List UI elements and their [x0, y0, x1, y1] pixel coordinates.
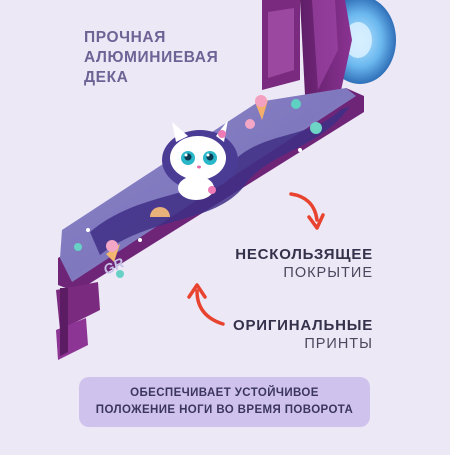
feature-subtitle: принты [304, 336, 373, 352]
feature-original-prints: Оригинальные принты [233, 316, 373, 354]
banner-line-1: Обеспечивает устойчивое [130, 387, 319, 399]
arrow-up-left-icon [187, 283, 225, 326]
feature-anti-slip: Нескользящее покрытие [235, 245, 373, 283]
rear-frame [56, 282, 100, 360]
headline-line-1: Прочная [84, 29, 166, 46]
deck-decor [74, 95, 322, 278]
deck-neck [262, 0, 300, 90]
banner-line-2: положение ноги во время поворота [95, 404, 354, 416]
feature-subtitle: покрытие [283, 265, 373, 281]
info-banner: Обеспечивает устойчивое положение ноги в… [79, 377, 370, 427]
headline: Прочная алюминиевая дека [84, 28, 274, 88]
feature-title: Оригинальные [232, 317, 373, 334]
arrow-down-right-icon [289, 192, 325, 230]
front-wheel [300, 0, 396, 95]
kitten-print [162, 120, 238, 200]
feature-title: Нескользящее [235, 246, 373, 263]
headline-line-2: алюминиевая [84, 49, 219, 66]
headline-line-3: дека [84, 69, 129, 86]
